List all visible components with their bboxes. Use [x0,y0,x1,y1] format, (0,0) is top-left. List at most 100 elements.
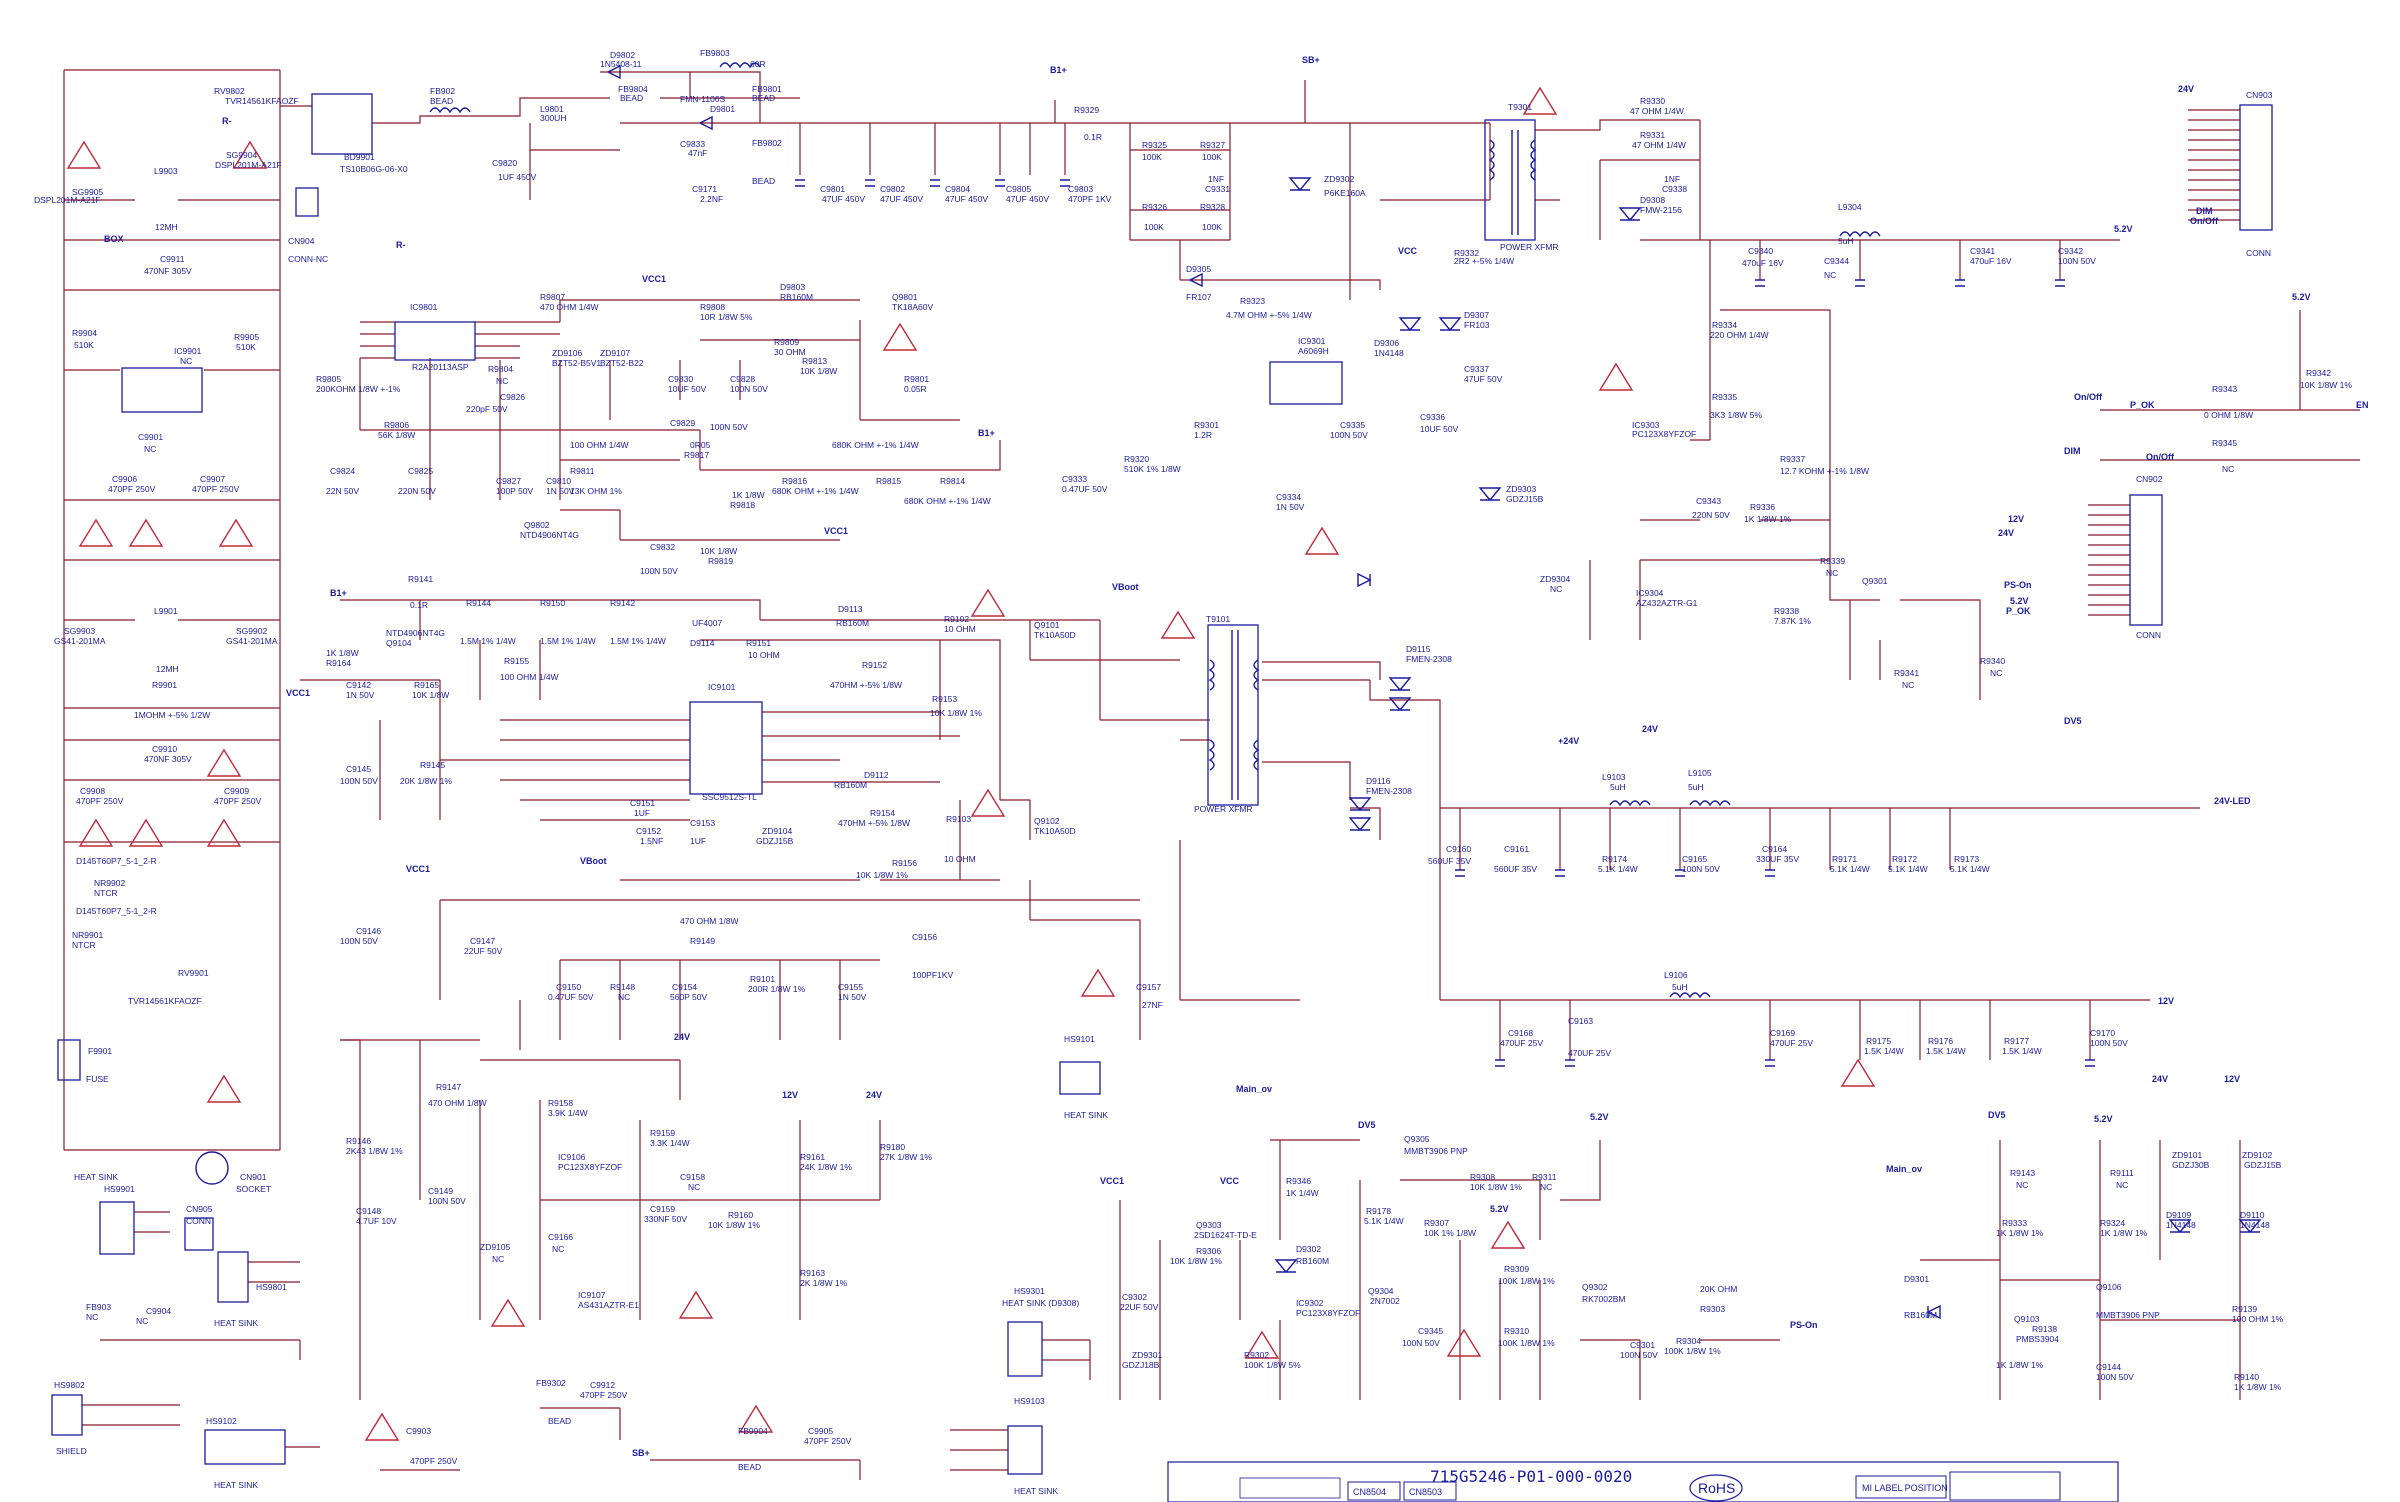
schematic-label: R9818 [730,500,755,510]
component-symbols [195,62,2262,1320]
schematic-label: C9340 [1748,246,1773,256]
schematic-label: FB9801 [752,84,782,94]
schematic-label: R9343 [2212,384,2237,394]
schematic-label: HS9102 [206,1416,237,1426]
schematic-label: D9115 [1406,644,1431,654]
schematic-label: C9153 [690,818,715,828]
schematic-label: R- [396,240,406,250]
schematic-label: 47nF [688,148,707,158]
schematic-label: 2K43 1/8W 1% [346,1146,403,1156]
schematic-label: C9342 [2058,246,2083,256]
schematic-label: 1N4148 [1374,348,1404,358]
schematic-label: R9149 [690,936,715,946]
schematic-label: 470uF 16V [1742,258,1784,268]
schematic-label: 1K 1/8W 1% [1996,1228,2044,1238]
bd9901-outline [311,93,373,155]
schematic-label: R9804 [488,364,513,374]
schematic-label: D9116 [1366,776,1391,786]
schematic-label: R9345 [2212,438,2237,448]
schematic-label: DSPL201M-A21F [34,195,101,205]
schematic-label: 2SD1624T-TD-E [1194,1230,1257,1240]
schematic-label: IC9901 [174,346,202,356]
schematic-label: BOX [104,234,124,244]
schematic-label: NC [144,444,156,454]
schematic-label: IC9301 [1298,336,1326,346]
schematic-label: 24V [1642,724,1658,734]
schematic-label: FMEN-2308 [1366,786,1412,796]
schematic-label: 20K 1/8W 1% [400,776,452,786]
schematic-label: R9102 [944,614,969,624]
schematic-label: C9154 [672,982,697,992]
schematic-label: 1N 50V [1276,502,1305,512]
schematic-label: TK10A50D [1034,630,1076,640]
schematic-label: C9161 [1504,844,1529,854]
schematic-label: FR103 [1464,320,1490,330]
schematic-label: C9149 [428,1186,453,1196]
schematic-label: 1N 50V [546,486,575,496]
schematic-label: BEAD [548,1416,571,1426]
schematic-label: 5.1K 1/4W [1364,1216,1404,1226]
schematic-label: 22UF 50V [464,946,503,956]
schematic-label: R9328 [1200,202,1225,212]
schematic-label: 7.87K 1% [1774,616,1811,626]
schematic-label: C9337 [1464,364,1489,374]
schematic-label: T9101 [1206,614,1230,624]
schematic-label: 100N 50V [730,384,768,394]
schematic-label: R9165 [414,680,439,690]
schematic-label: ZD9301 [1132,1350,1163,1360]
schematic-label: C9805 [1006,184,1031,194]
schematic-label: 1.5M 1% 1/4W [540,636,596,646]
schematic-label: R9150 [540,598,565,608]
schematic-label: R9816 [782,476,807,486]
schematic-label: 30 OHM [774,347,806,357]
schematic-label: D9302 [1296,1244,1321,1254]
schematic-label: C9170 [2090,1028,2115,1038]
schematic-label: HS9801 [256,1282,287,1292]
schematic-label: VCC [1398,246,1418,256]
schematic-label: 10K 1/8W 1% [1170,1256,1222,1266]
schematic-label: 24V [2152,1074,2168,1084]
schematic-label: GDZJ18B [1122,1360,1160,1370]
hs9802-outline [51,1394,83,1436]
schematic-label: 680K OHM +-1% 1/4W [904,496,991,506]
schematic-label: D9802 [610,50,635,60]
schematic-label: GDZJ30B [2172,1160,2210,1170]
schematic-label: ZD9106 [552,348,583,358]
schematic-label: VCC1 [824,526,848,536]
schematic-label: 4.7UF 10V [356,1216,397,1226]
schematic-label: Q9102 [1034,816,1060,826]
schematic-label: C9160 [1446,844,1471,854]
schematic-label: C9152 [636,826,661,836]
schematic-label: RB160M [780,292,813,302]
schematic-label: AS431AZTR-E1 [578,1300,639,1310]
schematic-label: 12V [782,1090,798,1100]
schematic-label: C9810 [546,476,571,486]
schematic-label: D9301 [1904,1274,1929,1284]
schematic-label: 5.1K 1/4W [1888,864,1928,874]
schematic-label: R9158 [548,1098,573,1108]
schematic-label: R9301 [1194,420,1219,430]
cn905-outline [184,1217,214,1251]
schematic-label: C9165 [1682,854,1707,864]
schematic-label: 1N5408-11 [600,59,642,69]
schematic-label: R9308 [1470,1172,1495,1182]
schematic-label: 560P 50V [670,992,708,1002]
hs9101-outline [1059,1061,1101,1095]
label-position-text: MI LABEL POSITION [1862,1483,1948,1493]
cn904-outline [295,187,319,217]
schematic-label: SG9905 [72,187,103,197]
warning-triangles [66,86,1876,1441]
schematic-label: P_OK [2130,400,2155,410]
schematic-label: C9166 [548,1232,573,1242]
schematic-label: 1K 1/8W 1% [2234,1382,2282,1392]
schematic-label: R9155 [504,656,529,666]
schematic-label: 100N 50V [340,776,378,786]
schematic-label: 1N 50V [838,992,867,1002]
schematic-label: 47UF 450V [880,194,923,204]
schematic-label: C9832 [650,542,675,552]
hs9801-outline [217,1251,249,1303]
schematic-label: 5.2V [2010,596,2029,606]
schematic-label: MMBT3906 PNP [2096,1310,2160,1320]
schematic-label: 300UH [540,113,566,123]
schematic-label: 470PF 250V [108,484,156,494]
